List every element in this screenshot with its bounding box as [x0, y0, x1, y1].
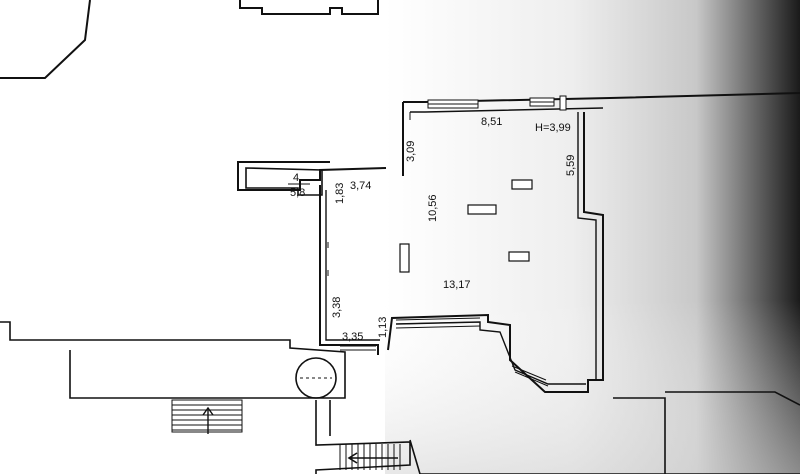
- label-left-upper-wall: 3,09: [405, 141, 417, 162]
- entrance-arrowhead: [347, 452, 358, 464]
- stair-step: [395, 321, 481, 325]
- label-corridor-width: 3,74: [350, 180, 371, 192]
- room-number: 4: [293, 172, 299, 184]
- stair-step: [514, 371, 549, 387]
- interior-column: [399, 243, 410, 273]
- stair-step: [395, 317, 481, 321]
- label-inner-height: 10,56: [427, 194, 439, 222]
- interior-column: [511, 179, 533, 190]
- room-area: 5,8: [290, 187, 305, 199]
- main-hall-outer-wall: [237, 92, 800, 393]
- label-main-width: 13,17: [443, 279, 471, 291]
- upper-left-building-outline: [0, 0, 91, 79]
- main-hall-inner-wall: [325, 107, 604, 385]
- stair-up-arrowhead: [202, 406, 214, 416]
- paper-shadow-lower: [385, 300, 800, 474]
- label-corridor-bottom: 3,35: [342, 331, 363, 343]
- label-ceiling-height: H=3,99: [535, 122, 571, 134]
- label-corridor-lower: 3,38: [331, 297, 343, 318]
- interior-column: [508, 251, 530, 262]
- window-top-far: [559, 95, 567, 111]
- top-stair-outline: [239, 0, 379, 15]
- room-4-outline: [245, 167, 323, 196]
- round-column: [295, 357, 337, 399]
- label-right-upper-wall: 5,59: [565, 155, 577, 176]
- entrance-corridor: [315, 400, 800, 474]
- lower-porch-outline: [0, 321, 346, 399]
- stair-step: [395, 325, 481, 329]
- label-top-width: 8,51: [481, 116, 502, 128]
- label-entrance-depth: 1,13: [377, 317, 389, 338]
- interior-column: [467, 204, 497, 215]
- stair-step: [511, 365, 547, 381]
- label-corridor-upper: 1,83: [334, 183, 346, 204]
- lower-right-block: [613, 391, 800, 474]
